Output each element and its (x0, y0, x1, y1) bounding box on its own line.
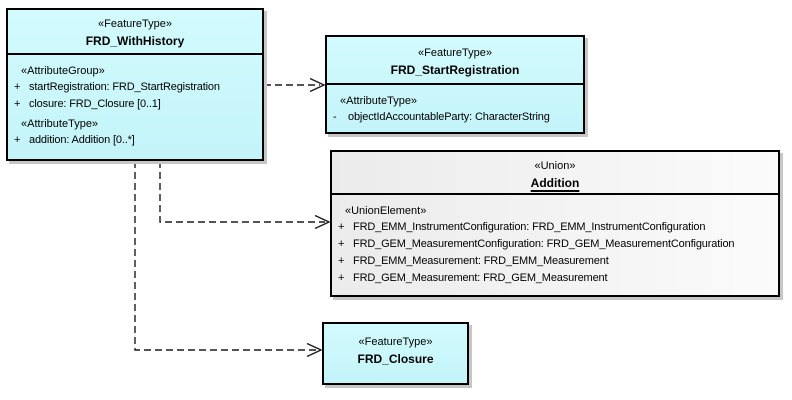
attribute-row: + FRD_GEM_MeasurementConfiguration: FRD_… (332, 236, 778, 253)
stereotype-label: «FeatureType» (98, 18, 172, 30)
attribute-row: + FRD_GEM_Measurement: FRD_GEM_Measureme… (332, 270, 778, 287)
visibility-marker: + (14, 81, 21, 93)
class-name: FRD_WithHistory (85, 34, 185, 48)
header-compartment: «FeatureType» FRD_Closure (324, 324, 467, 368)
class-name: Addition (530, 176, 580, 190)
visibility-marker: + (14, 98, 21, 110)
dependency-arrow-startregistration[interactable] (264, 77, 326, 93)
attribute-text: FRD_EMM_Measurement: FRD_EMM_Measurement (353, 255, 609, 267)
section-stereotype: «UnionElement» (345, 205, 427, 217)
header-compartment: «FeatureType» FRD_StartRegistration (327, 37, 583, 85)
attributes-compartment: «AttributeType» - objectIdAccountablePar… (327, 85, 583, 126)
attributes-compartment: «UnionElement» + FRD_EMM_InstrumentConfi… (332, 195, 778, 287)
stereotype-label: «FeatureType» (418, 47, 492, 59)
stereotype-label: «FeatureType» (358, 336, 433, 348)
section-stereotype: «AttributeType» (340, 95, 418, 107)
class-box-frd-startregistration[interactable]: «FeatureType» FRD_StartRegistration «Att… (325, 35, 585, 134)
attribute-text: FRD_GEM_Measurement: FRD_GEM_Measurement (353, 272, 608, 284)
attribute-row: - objectIdAccountableParty: CharacterStr… (327, 109, 583, 126)
visibility-marker: - (333, 111, 337, 123)
attribute-text: addition: Addition [0..*] (29, 134, 135, 146)
attribute-row: + addition: Addition [0..*] (8, 132, 262, 149)
attribute-text: closure: FRD_Closure [0..1] (29, 98, 161, 110)
class-box-frd-closure[interactable]: «FeatureType» FRD_Closure (322, 322, 469, 385)
attribute-text: startRegistration: FRD_StartRegistration (29, 81, 220, 93)
class-box-frd-withhistory[interactable]: «FeatureType» FRD_WithHistory «Attribute… (6, 8, 264, 161)
attributes-compartment: «AttributeGroup» + startRegistration: FR… (8, 55, 262, 149)
header-compartment: «FeatureType» FRD_WithHistory (8, 10, 262, 55)
visibility-marker: + (338, 238, 345, 250)
stereotype-label: «Union» (534, 160, 576, 172)
attribute-row: + closure: FRD_Closure [0..1] (8, 96, 262, 113)
dependency-arrow-addition[interactable] (159, 161, 331, 230)
class-name: FRD_StartRegistration (390, 63, 520, 77)
class-name: FRD_Closure (357, 352, 434, 366)
attribute-row: + FRD_EMM_InstrumentConfiguration: FRD_E… (332, 219, 778, 236)
visibility-marker: + (338, 255, 345, 267)
section-stereotype: «AttributeGroup» (21, 65, 105, 77)
visibility-marker: + (338, 221, 345, 233)
attribute-text: FRD_GEM_MeasurementConfiguration: FRD_GE… (353, 238, 735, 250)
attribute-text: objectIdAccountableParty: CharacterStrin… (348, 111, 550, 123)
attribute-text: FRD_EMM_InstrumentConfiguration: FRD_EMM… (353, 221, 706, 233)
section-stereotype: «AttributeType» (21, 118, 99, 130)
attribute-row: + FRD_EMM_Measurement: FRD_EMM_Measureme… (332, 253, 778, 270)
header-compartment: «Union» Addition (332, 152, 778, 195)
visibility-marker: + (14, 134, 21, 146)
visibility-marker: + (338, 272, 345, 284)
class-box-addition[interactable]: «Union» Addition «UnionElement» + FRD_EM… (330, 150, 780, 297)
dependency-arrow-closure[interactable] (134, 161, 323, 358)
attribute-row: + startRegistration: FRD_StartRegistrati… (8, 79, 262, 96)
